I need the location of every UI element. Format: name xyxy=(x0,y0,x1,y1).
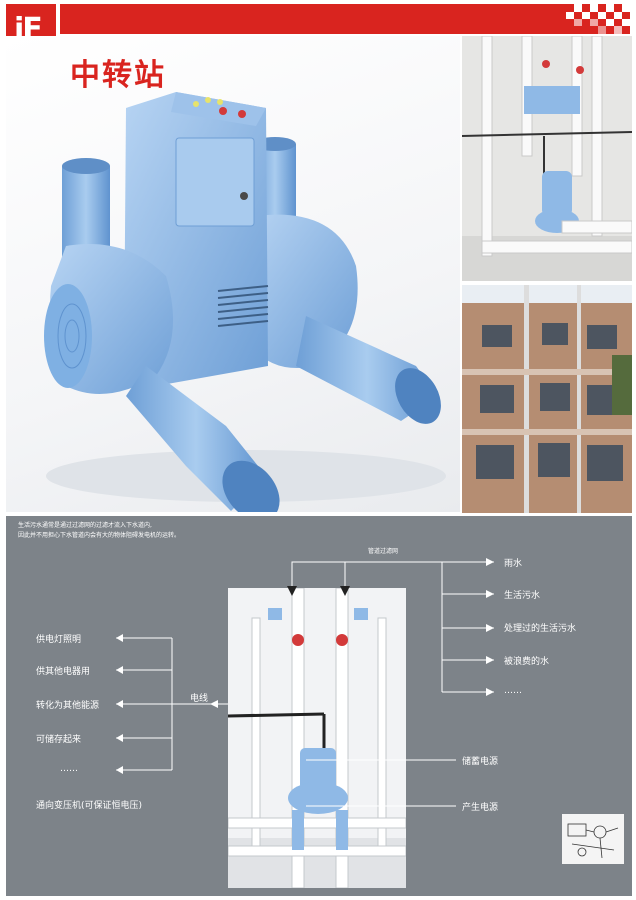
storage-label: 储蓄电源 xyxy=(462,757,499,767)
generator-illustration xyxy=(44,92,446,522)
generate-label: 产生电源 xyxy=(462,803,499,813)
building-photo xyxy=(462,285,632,513)
product-render xyxy=(6,36,460,522)
input-more: …… xyxy=(504,686,522,696)
arrow-left-icon xyxy=(116,558,494,774)
connector-lines xyxy=(116,558,494,807)
arrow-down-icon xyxy=(287,586,350,596)
input-domestic-sewage: 生活污水 xyxy=(504,591,541,601)
input-wasted-water: 被浪费的水 xyxy=(504,657,550,667)
output-appliances: 供其他电器用 xyxy=(36,667,91,677)
header-red-bar xyxy=(60,4,630,34)
checker-pattern xyxy=(566,4,630,34)
output-storage: 可储存起来 xyxy=(36,735,82,745)
intro-line-2: 因此并不用担心下水管道内会有大的物体阻碍发电机的运转。 xyxy=(18,532,181,539)
input-treated-sewage: 处理过的生活污水 xyxy=(504,624,577,634)
intro-line-1: 生活污水通常是通过过滤网的过滤才流入下水道内, xyxy=(18,522,152,529)
output-lighting: 供电灯照明 xyxy=(36,635,82,645)
intro-text: 生活污水通常是通过过滤网的过滤才流入下水道内, 因此并不用担心下水管道内会有大的… xyxy=(18,521,180,541)
output-more: …… xyxy=(60,764,78,774)
output-other-energy: 转化为其他能源 xyxy=(36,701,100,711)
wire-label: 电线 xyxy=(190,694,209,704)
transformer-label: 通向变压机(可保证恒电压) xyxy=(36,801,143,811)
page-title: 中转站 xyxy=(70,58,166,93)
concept-diagram-panel: 生活污水通常是通过过滤网的过滤才流入下水道内, 因此并不用担心下水管道内会有大的… xyxy=(6,516,632,896)
filter-label: 管道过滤网 xyxy=(368,548,399,555)
input-rainwater: 雨水 xyxy=(504,559,523,569)
schematic-thumbnail xyxy=(562,814,624,864)
pipe-diagram xyxy=(227,587,407,889)
installation-render xyxy=(462,36,632,281)
